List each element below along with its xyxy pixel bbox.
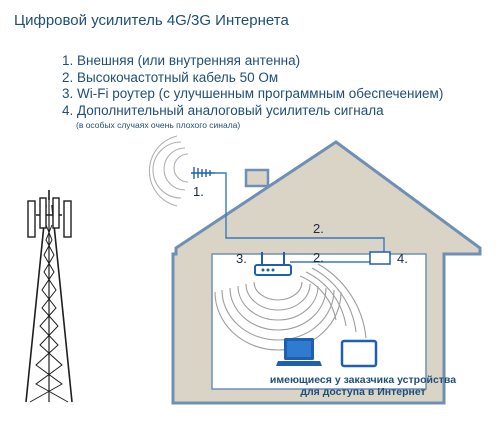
devices-caption: имеющиеся у заказчика устройства для дос… bbox=[268, 374, 458, 398]
legend-item-router: 3. Wi-Fi роутер (с улучшенным программны… bbox=[62, 86, 444, 101]
label-cable-attic: 2. bbox=[313, 221, 324, 236]
label-router: 3. bbox=[236, 251, 247, 266]
devices-caption-line2: для доступа в Интернет bbox=[300, 386, 426, 398]
cell-tower bbox=[25, 190, 73, 403]
legend-item-antenna: 1. Внешняя (или внутренняя антенна) bbox=[62, 53, 301, 68]
legend-item-cable: 2. Высокочастотный кабель 50 Ом bbox=[62, 69, 279, 85]
page-title: Цифровой усилитель 4G/3G Интернета bbox=[14, 12, 289, 29]
router-signal-waves bbox=[214, 263, 367, 351]
antenna-signal-waves bbox=[148, 135, 189, 207]
house bbox=[171, 140, 482, 405]
label-cable-room: 2. bbox=[313, 250, 324, 265]
legend-note: (в особых случаях очень плохого синала) bbox=[76, 120, 241, 130]
antenna-icon bbox=[191, 167, 215, 179]
amplifier-icon bbox=[369, 251, 391, 265]
legend-item-amplifier: 4. Дополнительный аналоговый усилитель с… bbox=[62, 102, 384, 118]
cable-line bbox=[215, 172, 385, 263]
tablet-icon bbox=[340, 339, 378, 368]
wifi-router-icon bbox=[254, 252, 292, 276]
devices-caption-line1: имеющиеся у заказчика устройства bbox=[269, 374, 457, 386]
legend-list: 1. Внешняя (или внутренняя антенна) 2. В… bbox=[62, 53, 443, 131]
label-antenna: 1. bbox=[193, 184, 204, 199]
laptop-icon bbox=[276, 338, 322, 366]
label-amplifier: 4. bbox=[397, 251, 408, 266]
